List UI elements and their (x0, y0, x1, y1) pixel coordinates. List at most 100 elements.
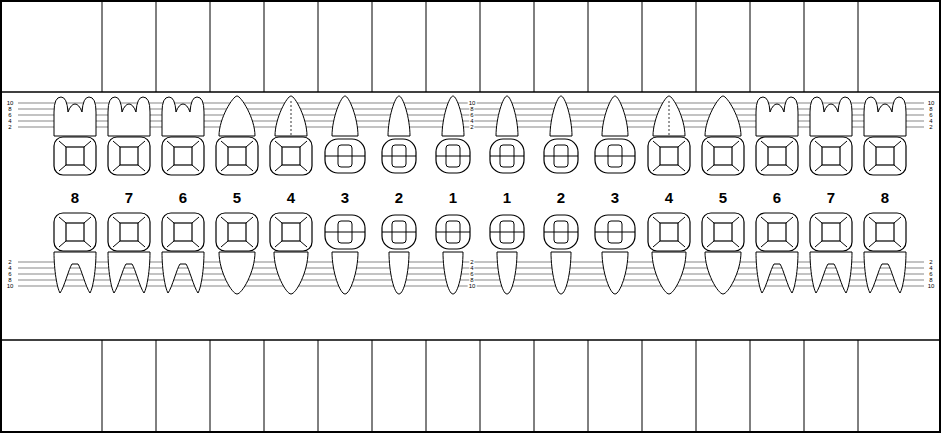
tooth-number: 7 (125, 190, 133, 205)
tooth-number: 5 (719, 190, 727, 205)
occlusal-view (756, 137, 798, 175)
occlusal-view (490, 139, 524, 173)
root-split (669, 101, 670, 136)
lower-root (274, 252, 308, 294)
lower-root (602, 252, 628, 294)
cell-divider (156, 340, 157, 432)
upper-root (332, 96, 358, 136)
tooth-number: 5 (233, 190, 241, 205)
lower-root (652, 252, 686, 294)
cell-divider (318, 340, 319, 432)
cell-divider (210, 1, 211, 92)
occlusal-view (595, 139, 635, 173)
cell-divider (426, 1, 427, 92)
cell-divider (588, 340, 589, 432)
occlusal-view (544, 139, 578, 173)
tooth-number: 6 (179, 190, 187, 205)
cell-divider (858, 340, 859, 432)
tooth-number: 8 (71, 190, 79, 205)
tooth-number: 4 (665, 190, 673, 205)
occlusal-view (436, 215, 470, 249)
lower-root (756, 252, 798, 293)
cell-divider (858, 1, 859, 92)
upper-root (653, 96, 685, 136)
lower-root (551, 252, 571, 294)
cell-divider (588, 1, 589, 92)
cell-divider (696, 340, 697, 432)
cell-divider (750, 1, 751, 92)
cell-divider (264, 1, 265, 92)
occlusal-view (544, 215, 578, 249)
lower-root (54, 252, 96, 293)
occlusal-view (382, 215, 416, 249)
occlusal-view (490, 215, 524, 249)
upper-root (550, 96, 572, 136)
cell-divider (210, 340, 211, 432)
occlusal-view (648, 137, 690, 175)
cell-divider (372, 1, 373, 92)
occlusal-view (436, 139, 470, 173)
tooth-number: 2 (395, 190, 403, 205)
cell-divider (426, 340, 427, 432)
occlusal-view (108, 213, 150, 251)
cell-divider (372, 340, 373, 432)
row-divider (0, 91, 941, 93)
cell-divider (480, 340, 481, 432)
lower-root (864, 252, 906, 293)
tooth-number: 8 (881, 190, 889, 205)
lower-root (497, 252, 517, 294)
tooth-number: 4 (287, 190, 295, 205)
upper-root (108, 97, 150, 136)
cell-divider (102, 340, 103, 432)
cell-divider (804, 340, 805, 432)
row-divider (0, 339, 941, 341)
cell-divider (480, 1, 481, 92)
lower-root (443, 252, 463, 294)
depth-scale-number: 2 (928, 124, 933, 130)
cell-divider (534, 340, 535, 432)
cell-divider (264, 340, 265, 432)
cell-divider (750, 340, 751, 432)
depth-scale-number: 10 (6, 283, 15, 289)
occlusal-view (702, 137, 744, 175)
tooth-number: 7 (827, 190, 835, 205)
cell-divider (642, 1, 643, 92)
cell-divider (156, 1, 157, 92)
upper-root (275, 96, 307, 136)
lower-root (332, 252, 358, 294)
tooth-number: 3 (341, 190, 349, 205)
cell-divider (102, 1, 103, 92)
upper-root (705, 96, 741, 136)
depth-scale-number: 2 (469, 124, 474, 130)
depth-scale-number: 10 (927, 283, 936, 289)
depth-scale-number: 10 (468, 283, 477, 289)
occlusal-view (54, 213, 96, 251)
occlusal-view (702, 213, 744, 251)
tooth-number: 1 (449, 190, 457, 205)
occlusal-view (325, 215, 365, 249)
lower-root (810, 252, 852, 293)
occlusal-view (864, 137, 906, 175)
cell-divider (696, 1, 697, 92)
occlusal-view (54, 137, 96, 175)
tooth-number: 6 (773, 190, 781, 205)
lower-root (389, 252, 409, 294)
occlusal-view (382, 139, 416, 173)
cell-divider (642, 340, 643, 432)
occlusal-view (810, 137, 852, 175)
upper-root (388, 96, 410, 136)
tooth-number: 1 (503, 190, 511, 205)
occlusal-view (325, 139, 365, 173)
lower-root (219, 252, 255, 294)
tooth-number: 3 (611, 190, 619, 205)
tooth-number: 2 (557, 190, 565, 205)
occlusal-view (108, 137, 150, 175)
cell-divider (534, 1, 535, 92)
upper-root (602, 96, 628, 136)
cell-divider (318, 1, 319, 92)
occlusal-view (648, 213, 690, 251)
upper-root (810, 97, 852, 136)
upper-root (756, 97, 798, 136)
